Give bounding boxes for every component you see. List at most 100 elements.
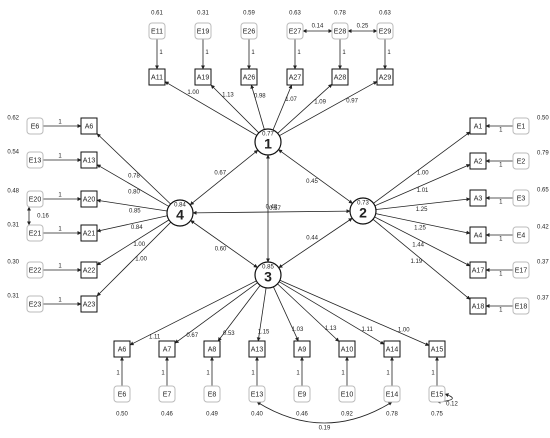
error-variance: 0.78 [334, 11, 346, 17]
error-variance: 0.37 [537, 296, 549, 302]
indicator-label: A6 [85, 123, 94, 130]
indicator-A6: A6 [80, 117, 98, 135]
loading-F1-A27-label: 1.07 [285, 97, 297, 103]
indicator-A28: A28 [331, 68, 349, 86]
indicator-A19: A19 [194, 68, 212, 86]
error-variance: 0.48 [7, 189, 19, 195]
error-label: E27 [289, 28, 302, 35]
errcov-E18-E15-label: 0.12 [446, 402, 458, 408]
corr-F1-F3-label: 0.57 [269, 206, 281, 212]
loading-F2-A2-label: 1.01 [417, 188, 429, 194]
error-label: E6 [118, 391, 127, 398]
loading-F1-A11-label: 1.00 [187, 90, 199, 96]
loading-F2-A1-label: 1.00 [417, 171, 429, 177]
error-box [26, 151, 44, 169]
factor-label: 3 [264, 269, 272, 285]
error-label: E28 [334, 28, 347, 35]
errpath-E28-A28-label: 1 [342, 50, 346, 56]
errpath-E29-A29-label: 1 [387, 50, 391, 56]
factor-label: 4 [176, 207, 184, 223]
indicator-label: A22 [83, 267, 96, 274]
corr-F4-F2-label: 0.48 [266, 205, 278, 211]
indicator-A22: A22 [80, 261, 98, 279]
errpath-E15-A15-label: 1 [431, 371, 435, 377]
indicator-A15: A15 [428, 340, 446, 358]
error-label: E9 [298, 391, 307, 398]
indicator-label: A21 [83, 230, 96, 237]
error-box [293, 385, 311, 403]
errpath-E18-A18-label: 1 [499, 308, 503, 314]
indicator-label: A1 [474, 123, 483, 130]
error-box [26, 261, 44, 279]
factor-r2: 0.77 [262, 132, 274, 138]
loading-F3-A15 [279, 279, 430, 346]
error-box [428, 385, 446, 403]
errpath-E6L-A6L-label: 1 [58, 120, 62, 126]
loading-F3-A10 [277, 283, 340, 342]
errpath-E4-A4-label: 1 [499, 237, 503, 243]
error-variance: 0.50 [116, 412, 128, 418]
error-variance: 0.31 [197, 11, 209, 17]
errpath-E1-A1-label: 1 [499, 128, 503, 134]
error-variance: 0.46 [296, 412, 308, 418]
loading-F2-A18 [372, 218, 471, 300]
corr-F1-F4-label: 0.67 [214, 170, 226, 176]
loading-F3-A13B [256, 287, 267, 342]
loading-F4-A13L-label: 0.80 [128, 190, 140, 196]
loading-F2-A1 [373, 131, 471, 204]
indicator-label: A26 [243, 74, 256, 81]
indicator-box [469, 297, 487, 315]
indicator-label: A8 [208, 346, 217, 353]
loading-F4-A23 [96, 221, 172, 297]
indicator-box [240, 68, 258, 86]
indicator-label: A13 [83, 157, 96, 164]
error-E2: E20.79 [512, 151, 549, 170]
errpath-E27-A27-label: 1 [297, 50, 301, 56]
indicator-label: A20 [83, 196, 96, 203]
error-E9: E9 0.46 [293, 385, 311, 418]
loading-F3-A14-label: 1.11 [362, 327, 374, 333]
indicator-label: A11 [151, 74, 163, 81]
indicator-A3: A3 [469, 189, 487, 207]
factor-circle [166, 199, 194, 227]
error-box [512, 189, 530, 207]
loading-F3-A7 [174, 282, 258, 344]
indicator-box [469, 226, 487, 244]
corr-F2-F3-label: 0.44 [306, 236, 318, 242]
error-variance: 0.42 [537, 225, 549, 231]
errpath-E22-A22-label: 1 [58, 264, 62, 270]
error-box [512, 117, 530, 135]
error-label: E18 [515, 303, 528, 310]
error-variance: 0.61 [151, 11, 163, 17]
error-label: E23 [29, 301, 42, 308]
indicator-box [286, 68, 304, 86]
indicator-A20: A20 [80, 190, 98, 208]
indicator-box [80, 117, 98, 135]
error-variance: 0.30 [7, 260, 19, 266]
error-label: E8 [208, 391, 217, 398]
indicator-A7: A7 [158, 340, 176, 358]
factor-3: 30.85 [254, 261, 282, 289]
indicator-label: A6 [118, 346, 127, 353]
indicator-box [80, 190, 98, 208]
factor-label: 1 [264, 136, 272, 152]
errpath-E9-A9-label: 1 [296, 371, 300, 377]
error-box [203, 385, 221, 403]
indicator-A13: A13 [248, 340, 266, 358]
factor-circle [349, 197, 377, 225]
errpath-E14-A14-label: 1 [386, 371, 390, 377]
loading-F4-A22 [96, 219, 170, 266]
errpath-E21-A21-label: 1 [58, 227, 62, 233]
indicator-box [428, 340, 446, 358]
error-box [376, 22, 394, 40]
indicator-A1: A1 [469, 117, 487, 135]
errpath-E23-A23-label: 1 [58, 298, 62, 304]
indicator-box [469, 189, 487, 207]
loading-F2-A4 [375, 213, 471, 235]
errcov-E28-E29-label: 0.25 [357, 24, 369, 30]
